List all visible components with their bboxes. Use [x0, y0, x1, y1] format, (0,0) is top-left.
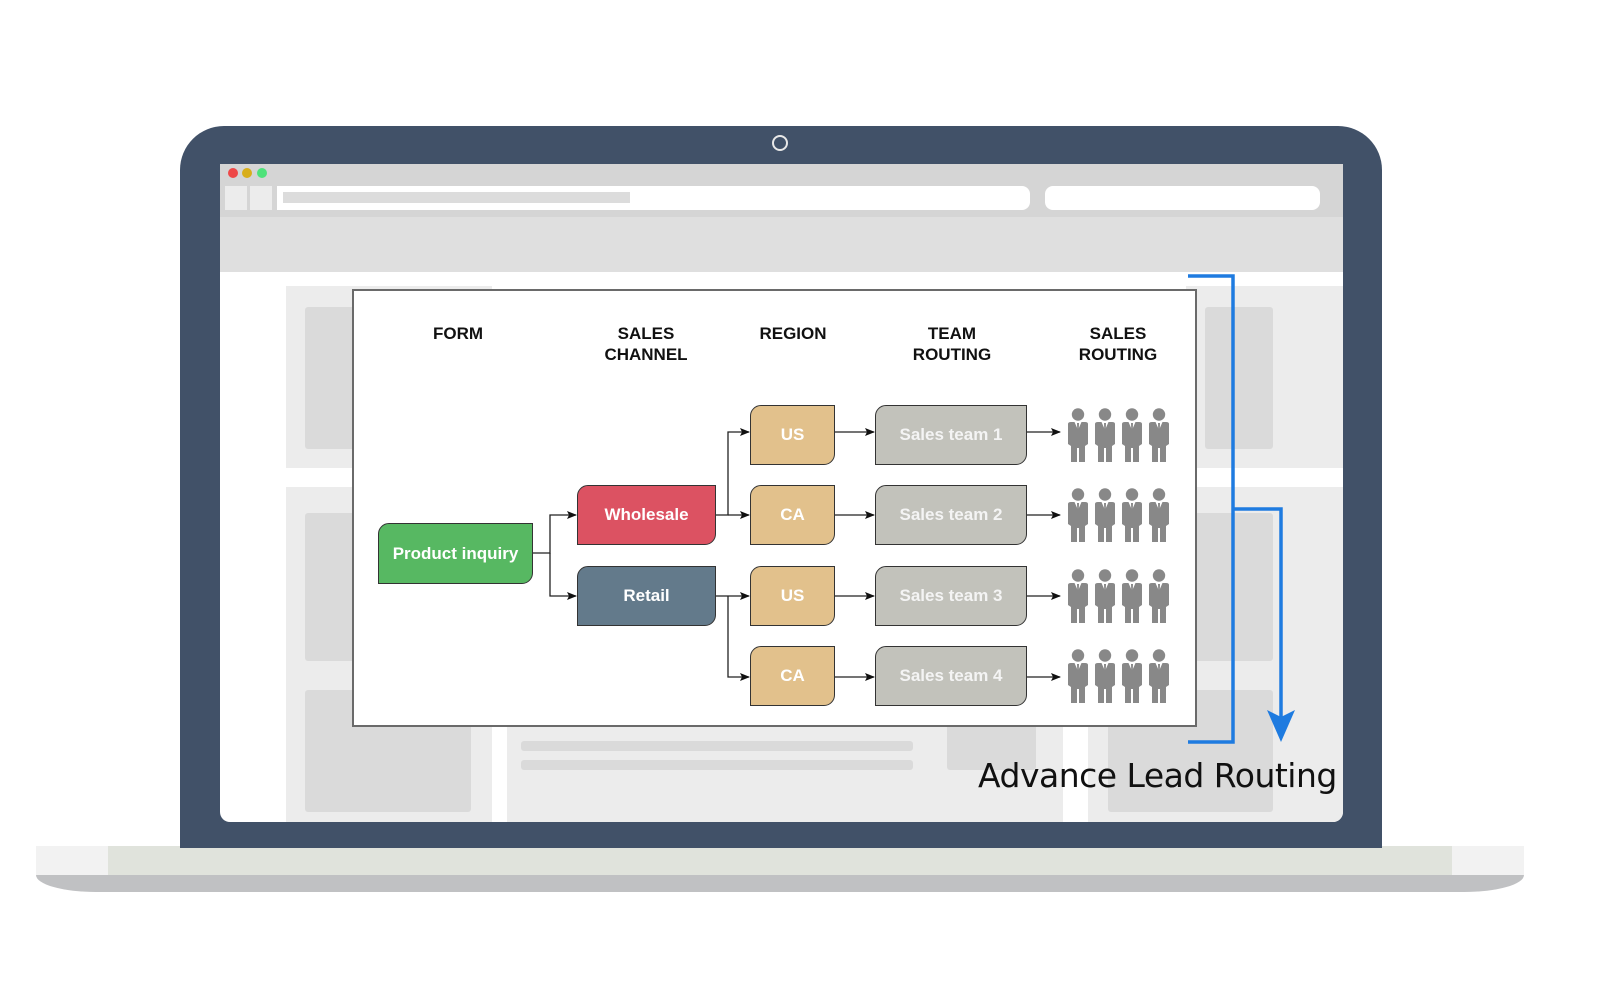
node-region-us-wholesale: US [750, 405, 835, 465]
address-bar[interactable] [277, 186, 1030, 210]
node-wholesale: Wholesale [577, 485, 716, 545]
diagram-caption: Advance Lead Routing [978, 756, 1337, 795]
sales-reps-group-2 [1066, 488, 1176, 544]
node-product-inquiry: Product inquiry [378, 523, 533, 584]
businessman-icon [1120, 569, 1144, 623]
sales-reps-group-3 [1066, 569, 1176, 625]
node-region-us-retail: US [750, 566, 835, 626]
businessman-icon [1120, 649, 1144, 703]
forward-button[interactable] [250, 186, 272, 210]
column-header-line: ROUTING [1078, 345, 1158, 364]
node-retail: Retail [577, 566, 716, 626]
page-header-placeholder [220, 217, 1343, 272]
column-header-line: TEAM [927, 324, 977, 343]
sales-reps-group-4 [1066, 649, 1176, 705]
column-header-line: REGION [759, 324, 827, 343]
column-header-sales-channel: SALES CHANNEL [566, 323, 726, 365]
column-header-line: CHANNEL [604, 345, 688, 364]
close-window-button[interactable] [228, 168, 238, 178]
minimize-window-button[interactable] [242, 168, 252, 178]
placeholder-text-line [521, 741, 913, 751]
back-button[interactable] [225, 186, 247, 210]
search-bar[interactable] [1045, 186, 1320, 210]
column-header-region: REGION [713, 323, 873, 344]
column-header-line: SALES [1089, 324, 1147, 343]
businessman-icon [1147, 569, 1171, 623]
businessman-icon [1093, 488, 1117, 542]
businessman-icon [1147, 649, 1171, 703]
placeholder-thumb [947, 722, 1036, 770]
businessman-icon [1066, 569, 1090, 623]
businessman-icon [1147, 408, 1171, 462]
maximize-window-button[interactable] [257, 168, 267, 178]
businessman-icon [1066, 408, 1090, 462]
laptop-base-shadow [36, 875, 1524, 892]
businessman-icon [1120, 408, 1144, 462]
businessman-icon [1093, 569, 1117, 623]
column-header-form: FORM [378, 323, 538, 344]
column-header-line: SALES [617, 324, 675, 343]
node-sales-team-4: Sales team 4 [875, 646, 1027, 706]
address-bar-placeholder-text [283, 192, 630, 203]
node-sales-team-3: Sales team 3 [875, 566, 1027, 626]
laptop-base-hinge [108, 846, 1452, 875]
businessman-icon [1120, 488, 1144, 542]
sales-reps-group-1 [1066, 408, 1176, 464]
businessman-icon [1093, 408, 1117, 462]
node-sales-team-1: Sales team 1 [875, 405, 1027, 465]
browser-chrome [220, 164, 1343, 217]
businessman-icon [1066, 488, 1090, 542]
node-region-ca-wholesale: CA [750, 485, 835, 545]
placeholder-image [1205, 307, 1273, 449]
businessman-icon [1093, 649, 1117, 703]
camera-icon [772, 135, 788, 151]
column-header-line: ROUTING [912, 345, 992, 364]
column-header-team-routing: TEAM ROUTING [872, 323, 1032, 365]
node-sales-team-2: Sales team 2 [875, 485, 1027, 545]
businessman-icon [1066, 649, 1090, 703]
column-header-sales-routing: SALES ROUTING [1038, 323, 1198, 365]
column-header-line: FORM [432, 324, 484, 343]
placeholder-text-line [521, 760, 913, 770]
businessman-icon [1147, 488, 1171, 542]
node-region-ca-retail: CA [750, 646, 835, 706]
